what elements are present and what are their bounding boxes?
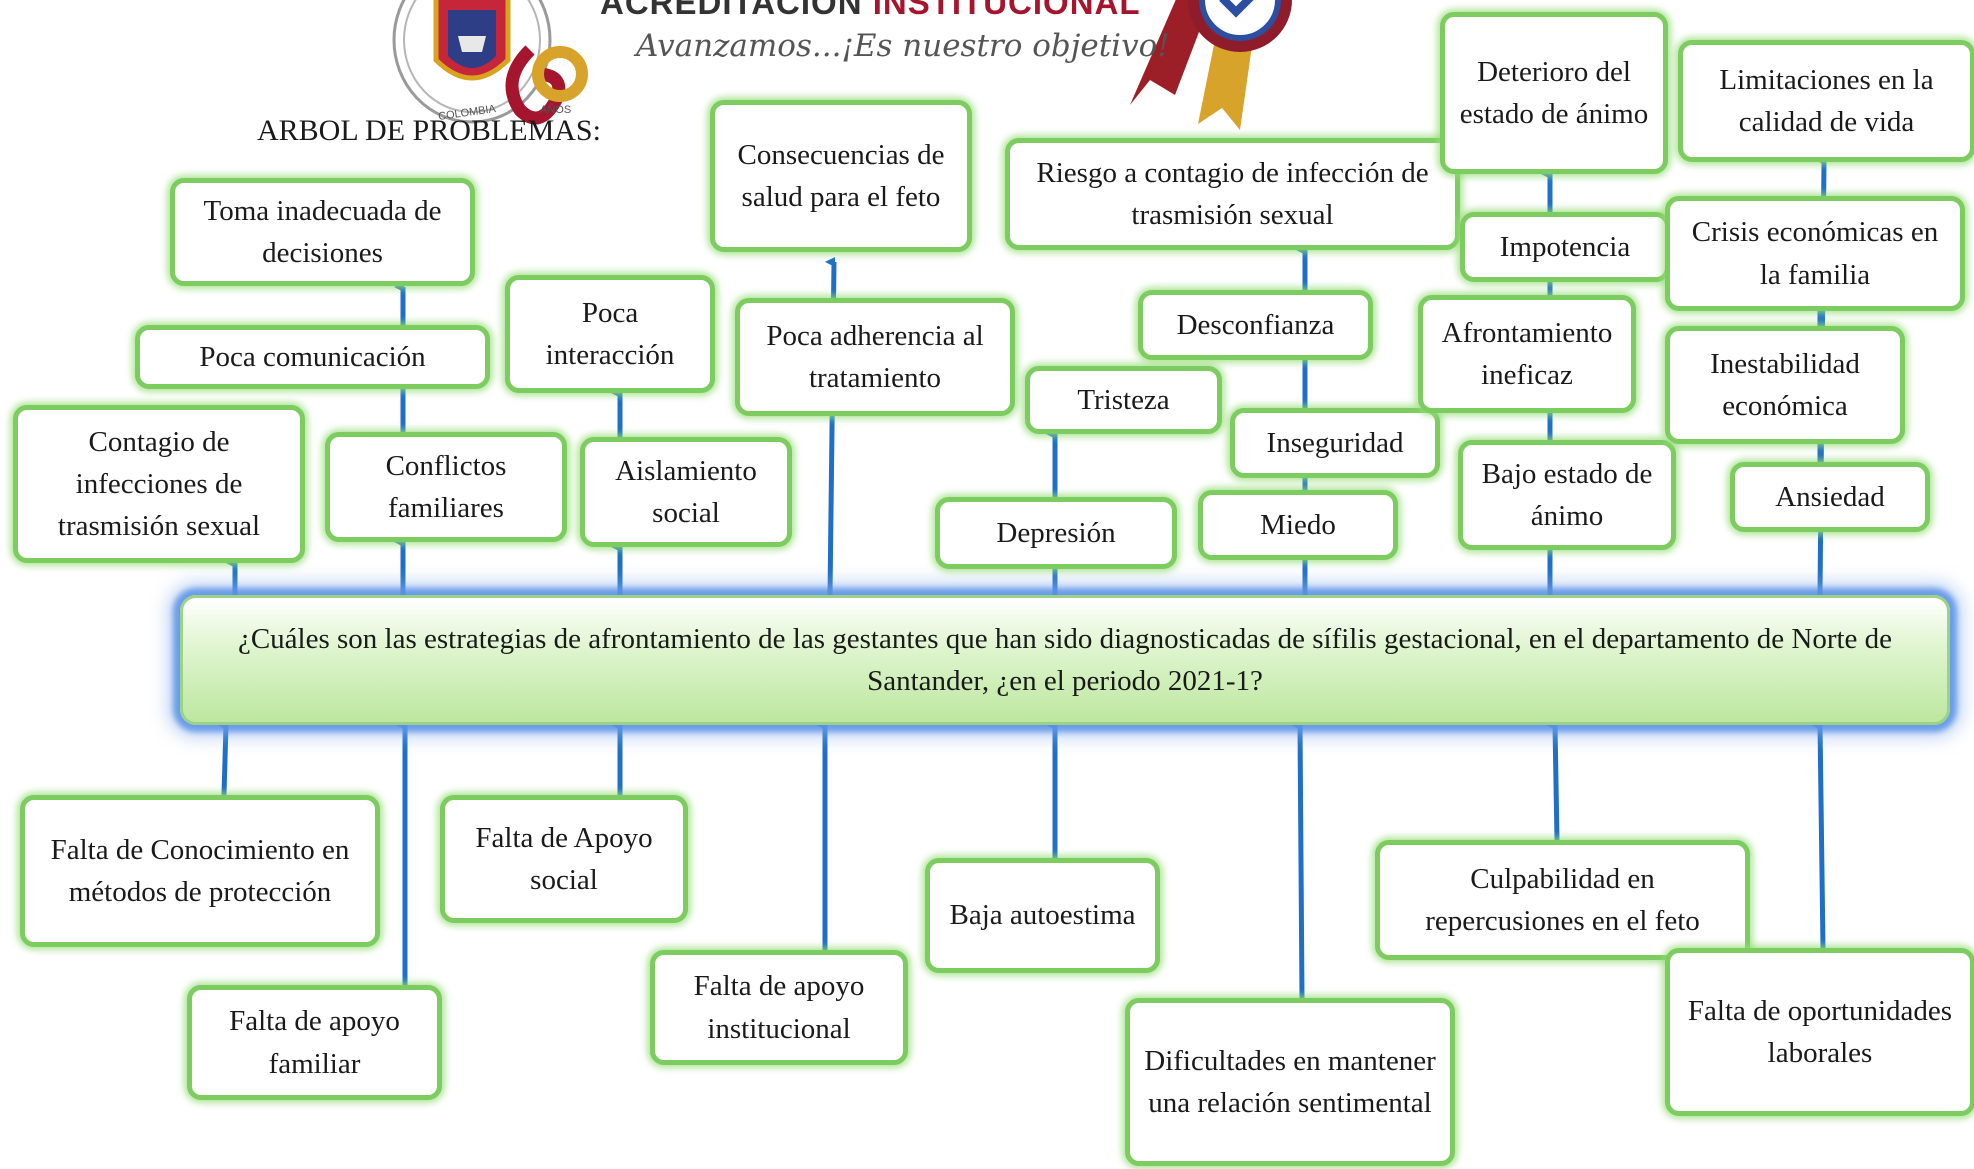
- effect-node-text: Afrontamiento ineficaz: [1441, 316, 1613, 391]
- effect-node-text: Depresión: [996, 516, 1116, 549]
- effect-node-deterioro-animo: Deterioro del estado de ánimo: [1440, 12, 1668, 174]
- accreditation-word: ACREDITACION: [600, 0, 863, 21]
- effect-node-bajo-estado-animo: Bajo estado de ánimo: [1458, 440, 1676, 550]
- cause-node-text: Baja autoestima: [949, 899, 1136, 932]
- cause-node-falta-oportunidades: Falta de oportunidades laborales: [1665, 948, 1974, 1116]
- cause-node-text: Falta de Apoyo social: [475, 821, 653, 896]
- effect-node-poca-comunicacion: Poca comunicación: [135, 325, 490, 389]
- effect-node-text: Inseguridad: [1266, 426, 1404, 459]
- effect-node-depresion: Depresión: [935, 497, 1177, 569]
- institutional-word: INSTITUCIONAL: [872, 0, 1141, 21]
- effect-node-text: Bajo estado de ánimo: [1481, 457, 1653, 532]
- effect-node-conflictos-familiares: Conflictos familiares: [325, 432, 567, 542]
- cause-node-baja-autoestima: Baja autoestima: [925, 858, 1160, 973]
- page-title: ARBOL DE PROBLEMAS:: [257, 114, 601, 147]
- effect-node-text: Contagio de infecciones de trasmisión se…: [57, 425, 261, 543]
- effect-node-text: Deterioro del estado de ánimo: [1459, 55, 1649, 130]
- effect-node-text: Aislamiento social: [615, 454, 757, 529]
- effect-node-miedo: Miedo: [1198, 490, 1398, 560]
- effect-node-text: Impotencia: [1499, 230, 1631, 263]
- cause-node-falta-apoyo-institucional: Falta de apoyo institucional: [650, 950, 908, 1065]
- accreditation-banner: ACREDITACION INSTITUCIONAL: [600, 0, 1141, 22]
- central-problem-text: ¿Cuáles son las estrategias de afrontami…: [237, 622, 1893, 697]
- effect-node-limitaciones-calidad-vida: Limitaciones en la calidad de vida: [1678, 40, 1974, 162]
- connector-arrow: [1811, 719, 1826, 949]
- effect-node-consecuencias-salud-feto: Consecuencias de salud para el feto: [710, 100, 972, 252]
- effect-node-text: Inestabilidad económica: [1710, 347, 1860, 422]
- effect-node-text: Riesgo a contagio de infección de trasmi…: [1036, 156, 1429, 231]
- effect-node-crisis-economicas: Crisis económicas en la familia: [1665, 196, 1965, 311]
- effect-node-impotencia: Impotencia: [1460, 212, 1670, 282]
- cause-node-falta-conocimiento: Falta de Conocimiento en métodos de prot…: [20, 795, 380, 947]
- effect-node-text: Limitaciones en la calidad de vida: [1719, 63, 1934, 138]
- anniversary-label: AÑOS: [540, 104, 572, 116]
- cause-node-text: Falta de Conocimiento en métodos de prot…: [50, 833, 350, 908]
- cause-node-falta-apoyo-familiar: Falta de apoyo familiar: [187, 985, 442, 1100]
- slogan-text: Avanzamos...¡Es nuestro objetivo!: [636, 28, 1170, 64]
- effect-node-text: Crisis económicas en la familia: [1691, 216, 1939, 291]
- effect-node-text: Miedo: [1260, 508, 1336, 541]
- cause-node-text: Culpabilidad en repercusiones en el feto: [1425, 862, 1700, 937]
- effect-node-poca-interaccion: Poca interacción: [505, 275, 715, 393]
- cause-node-falta-apoyo-social: Falta de Apoyo social: [440, 795, 688, 923]
- connector-arrow: [1291, 719, 1305, 999]
- central-problem: ¿Cuáles son las estrategias de afrontami…: [180, 595, 1950, 725]
- cause-node-dificultades-relacion: Dificultades en mantener una relación se…: [1125, 998, 1455, 1166]
- effect-node-afrontamiento-ineficaz: Afrontamiento ineficaz: [1418, 295, 1636, 413]
- effect-node-text: Poca adherencia al tratamiento: [766, 319, 984, 394]
- cause-node-text: Dificultades en mantener una relación se…: [1144, 1044, 1436, 1119]
- cause-node-text: Falta de apoyo institucional: [693, 970, 865, 1045]
- effect-node-text: Poca interacción: [545, 296, 675, 371]
- sixty-years-logo: [505, 45, 588, 125]
- effect-node-text: Tristeza: [1077, 383, 1170, 416]
- effect-node-inseguridad: Inseguridad: [1230, 408, 1440, 478]
- effect-node-poca-adherencia: Poca adherencia al tratamiento: [735, 298, 1015, 416]
- effect-node-desconfianza: Desconfianza: [1138, 290, 1373, 360]
- effect-node-contagio-infecciones: Contagio de infecciones de trasmisión se…: [13, 405, 305, 563]
- connector-arrow: [1546, 719, 1560, 841]
- cause-node-culpabilidad: Culpabilidad en repercusiones en el feto: [1375, 840, 1750, 960]
- effect-node-text: Consecuencias de salud para el feto: [737, 138, 945, 213]
- cause-node-text: Falta de apoyo familiar: [229, 1005, 400, 1080]
- effect-node-riesgo-contagio: Riesgo a contagio de infección de trasmi…: [1005, 138, 1460, 250]
- effect-node-aislamiento-social: Aislamiento social: [580, 437, 792, 547]
- effect-node-text: Desconfianza: [1176, 308, 1335, 341]
- effect-node-ansiedad: Ansiedad: [1730, 462, 1930, 532]
- effect-node-text: Poca comunicación: [199, 340, 426, 373]
- connector-arrow: [217, 720, 229, 796]
- effect-node-toma-inadecuada-decisiones: Toma inadecuada de decisiones: [170, 178, 475, 286]
- accreditation-ribbon-seal: [1130, 0, 1292, 130]
- effect-node-inestabilidad-economica: Inestabilidad económica: [1665, 326, 1905, 444]
- effect-node-tristeza: Tristeza: [1025, 366, 1222, 434]
- cause-node-text: Falta de oportunidades laborales: [1687, 994, 1953, 1069]
- effect-node-text: Ansiedad: [1775, 480, 1885, 513]
- effect-node-text: Toma inadecuada de decisiones: [203, 194, 442, 269]
- effect-node-text: Conflictos familiares: [385, 449, 507, 524]
